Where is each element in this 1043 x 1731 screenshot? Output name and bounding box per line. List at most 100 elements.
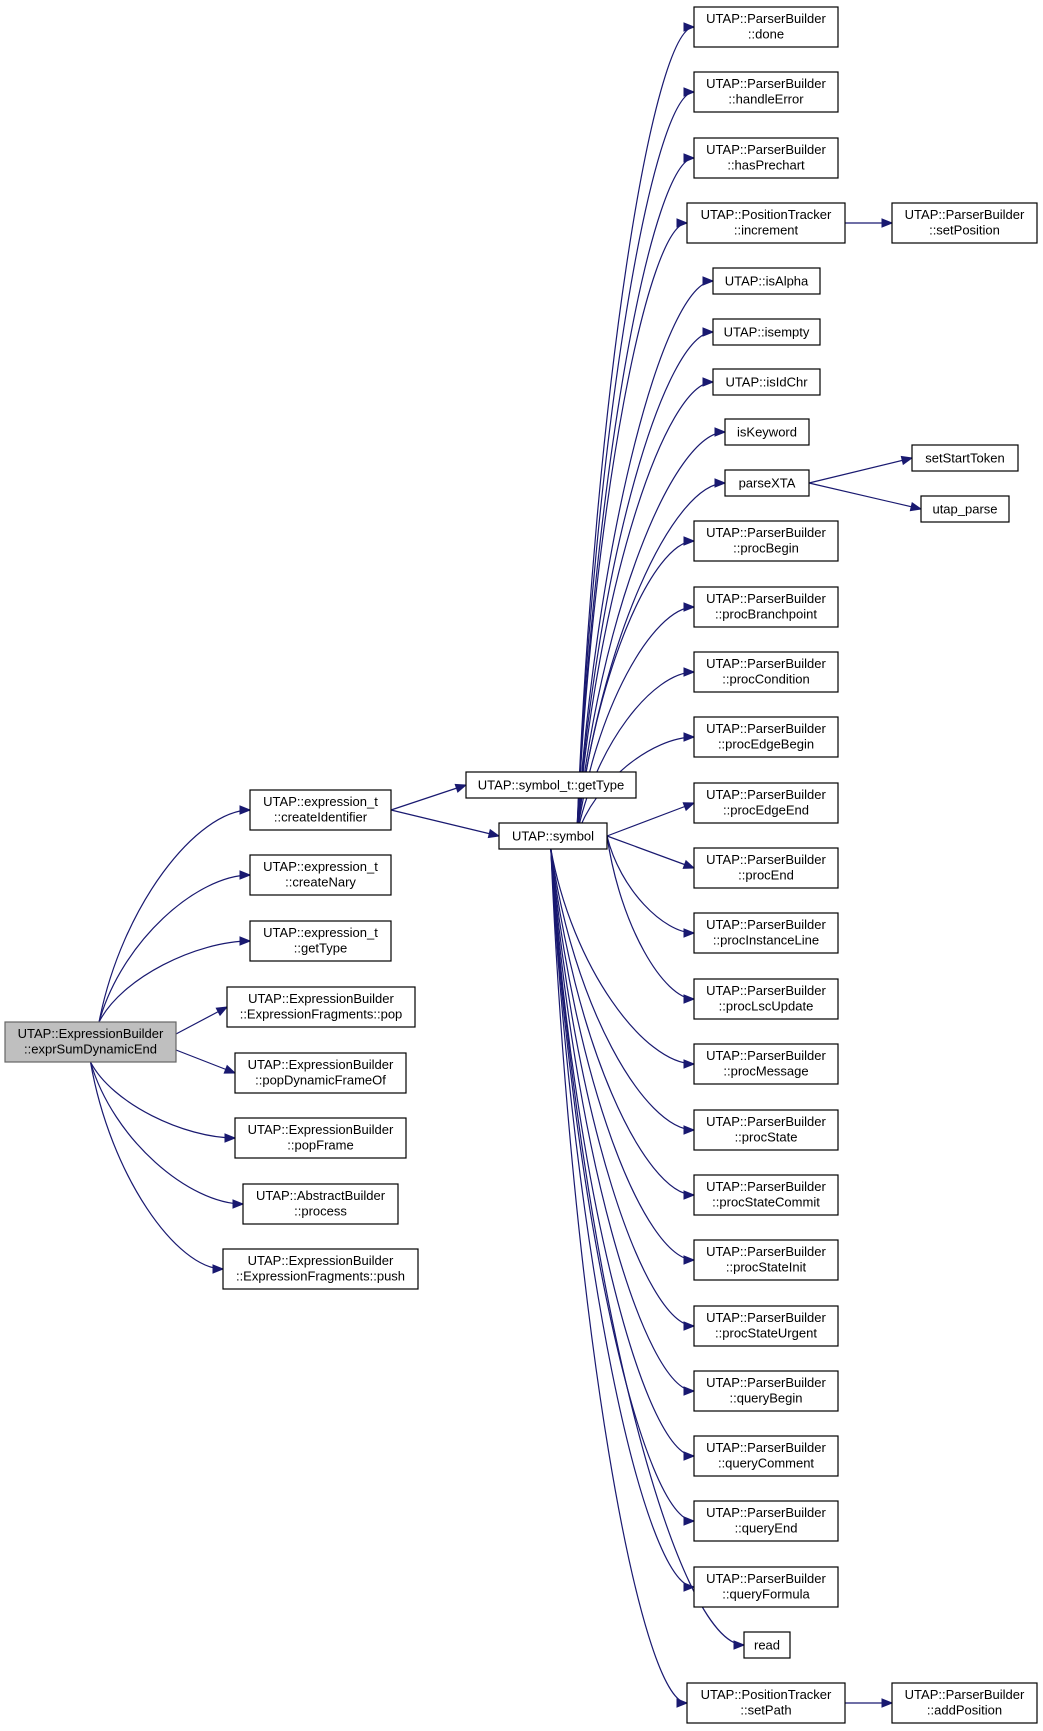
node-label: ::procStateInit [726,1260,807,1275]
node-expr-get-type[interactable]: UTAP::expression_t::getType [249,920,392,962]
node-utap-parse[interactable]: utap_parse [920,495,1010,523]
node-label: UTAP::ParserBuilder [706,983,826,998]
edge-symbol-to-proc-state-urgent [550,848,695,1327]
node-box [911,444,1019,472]
node-proc-begin[interactable]: UTAP::ParserBuilder::procBegin [693,520,839,562]
node-proc-state-urgent[interactable]: UTAP::ParserBuilder::procStateUrgent [693,1305,839,1347]
node-label: ::procStateUrgent [715,1326,817,1341]
edge-root-to-frag-push [89,1061,224,1270]
node-set-path[interactable]: UTAP::PositionTracker::setPath [686,1682,846,1724]
node-label: UTAP::expression_t [263,925,378,940]
edge-root-to-expr-get-type [98,940,251,1023]
node-query-formula[interactable]: UTAP::ParserBuilder::queryFormula [693,1566,839,1608]
node-increment[interactable]: UTAP::PositionTracker::increment [686,202,846,244]
arrowhead [683,732,696,742]
node-label: UTAP::ExpressionBuilder [248,1057,394,1072]
node-root[interactable]: UTAP::ExpressionBuilder::exprSumDynamicE… [4,1021,177,1063]
node-label: ::process [294,1204,347,1219]
node-proc-edge-begin[interactable]: UTAP::ParserBuilder::procEdgeBegin [693,716,839,758]
node-add-position[interactable]: UTAP::ParserBuilder::addPosition [891,1682,1038,1724]
edge-symbol-to-proc-state [550,848,695,1131]
node-label: ::procCondition [722,672,809,687]
node-create-nary[interactable]: UTAP::expression_t::createNary [249,854,392,896]
node-proc-state-commit[interactable]: UTAP::ParserBuilder::procStateCommit [693,1174,839,1216]
node-proc-instance-line[interactable]: UTAP::ParserBuilder::procInstanceLine [693,912,839,954]
edge-symbol-to-proc-state-commit [550,848,695,1196]
node-handle-error[interactable]: UTAP::ParserBuilder::handleError [693,71,839,113]
node-label: ::queryBegin [730,1391,803,1406]
node-is-id-chr[interactable]: UTAP::isIdChr [712,368,821,396]
node-label: UTAP::ExpressionBuilder [248,991,394,1006]
node-label: UTAP::ParserBuilder [706,1375,826,1390]
node-symbol[interactable]: UTAP::symbol [498,822,608,850]
arrowhead [900,455,914,466]
node-label: UTAP::ParserBuilder [706,852,826,867]
node-box [693,1305,839,1347]
arrowhead [683,1582,696,1592]
node-label: ::procLscUpdate [719,999,814,1014]
node-box [693,586,839,628]
arrowhead [683,1516,696,1526]
node-label: UTAP::ParserBuilder [706,1179,826,1194]
node-label: ::createNary [285,875,356,890]
arrowhead [683,1255,696,1265]
arrowhead [702,327,715,337]
node-label: ::hasPrechart [727,158,805,173]
arrowhead [682,859,696,869]
node-label: UTAP::ParserBuilder [706,1114,826,1129]
node-label: ::done [748,27,784,42]
node-has-prechart[interactable]: UTAP::ParserBuilder::hasPrechart [693,137,839,179]
arrowhead [215,1006,229,1017]
call-edges [89,22,923,1708]
edge-root-to-create-nary [98,874,251,1023]
node-proc-branchpoint[interactable]: UTAP::ParserBuilder::procBranchpoint [693,586,839,628]
node-proc-state-init[interactable]: UTAP::ParserBuilder::procStateInit [693,1239,839,1281]
node-is-alpha[interactable]: UTAP::isAlpha [712,267,821,295]
node-proc-end[interactable]: UTAP::ParserBuilder::procEnd [693,847,839,889]
node-set-position[interactable]: UTAP::ParserBuilder::setPosition [891,202,1038,244]
node-label: ::exprSumDynamicEnd [24,1042,157,1057]
node-proc-state[interactable]: UTAP::ParserBuilder::procState [693,1109,839,1151]
node-query-begin[interactable]: UTAP::ParserBuilder::queryBegin [693,1370,839,1412]
node-set-start-token[interactable]: setStartToken [911,444,1019,472]
node-isempty[interactable]: UTAP::isempty [712,318,821,346]
node-query-end[interactable]: UTAP::ParserBuilder::queryEnd [693,1500,839,1542]
node-done[interactable]: UTAP::ParserBuilder::done [693,6,839,48]
node-pop-frame[interactable]: UTAP::ExpressionBuilder::popFrame [234,1117,407,1159]
node-box [4,1021,177,1063]
node-label: UTAP::ParserBuilder [706,787,826,802]
node-process[interactable]: UTAP::AbstractBuilder::process [242,1183,399,1225]
function-nodes: UTAP::ExpressionBuilder::exprSumDynamicE… [4,6,1038,1724]
node-label: ::getType [294,941,347,956]
node-box [712,368,821,396]
node-label: ::procEdgeBegin [718,737,814,752]
node-sym-get-type[interactable]: UTAP::symbol_t::getType [465,771,637,799]
arrowhead [683,153,696,163]
arrowhead [683,1190,696,1200]
node-label: ::ExpressionFragments::push [236,1269,405,1284]
node-proc-edge-end[interactable]: UTAP::ParserBuilder::procEdgeEnd [693,782,839,824]
node-box [693,1239,839,1281]
arrowhead [702,276,715,286]
node-frag-pop[interactable]: UTAP::ExpressionBuilder::ExpressionFragm… [226,986,416,1028]
node-label: UTAP::symbol [512,829,594,844]
node-is-keyword[interactable]: isKeyword [724,418,810,446]
node-frag-push[interactable]: UTAP::ExpressionBuilder::ExpressionFragm… [222,1248,419,1290]
node-read[interactable]: read [743,1631,791,1659]
edge-root-to-pop-frame [89,1061,236,1139]
node-proc-lsc-update[interactable]: UTAP::ParserBuilder::procLscUpdate [693,978,839,1020]
node-create-identifier[interactable]: UTAP::expression_t::createIdentifier [249,789,392,831]
node-label: UTAP::ParserBuilder [905,207,1025,222]
node-query-comment[interactable]: UTAP::ParserBuilder::queryComment [693,1435,839,1477]
node-label: UTAP::symbol_t::getType [478,778,624,793]
node-box [693,651,839,693]
node-label: UTAP::AbstractBuilder [256,1188,386,1203]
node-parse-xta[interactable]: parseXTA [724,469,810,497]
node-box [693,1370,839,1412]
node-proc-condition[interactable]: UTAP::ParserBuilder::procCondition [693,651,839,693]
node-box [693,6,839,48]
node-pop-dynamic-frame-of[interactable]: UTAP::ExpressionBuilder::popDynamicFrame… [234,1052,407,1094]
node-proc-message[interactable]: UTAP::ParserBuilder::procMessage [693,1043,839,1085]
edge-symbol-to-has-prechart [576,157,695,837]
node-box [693,520,839,562]
